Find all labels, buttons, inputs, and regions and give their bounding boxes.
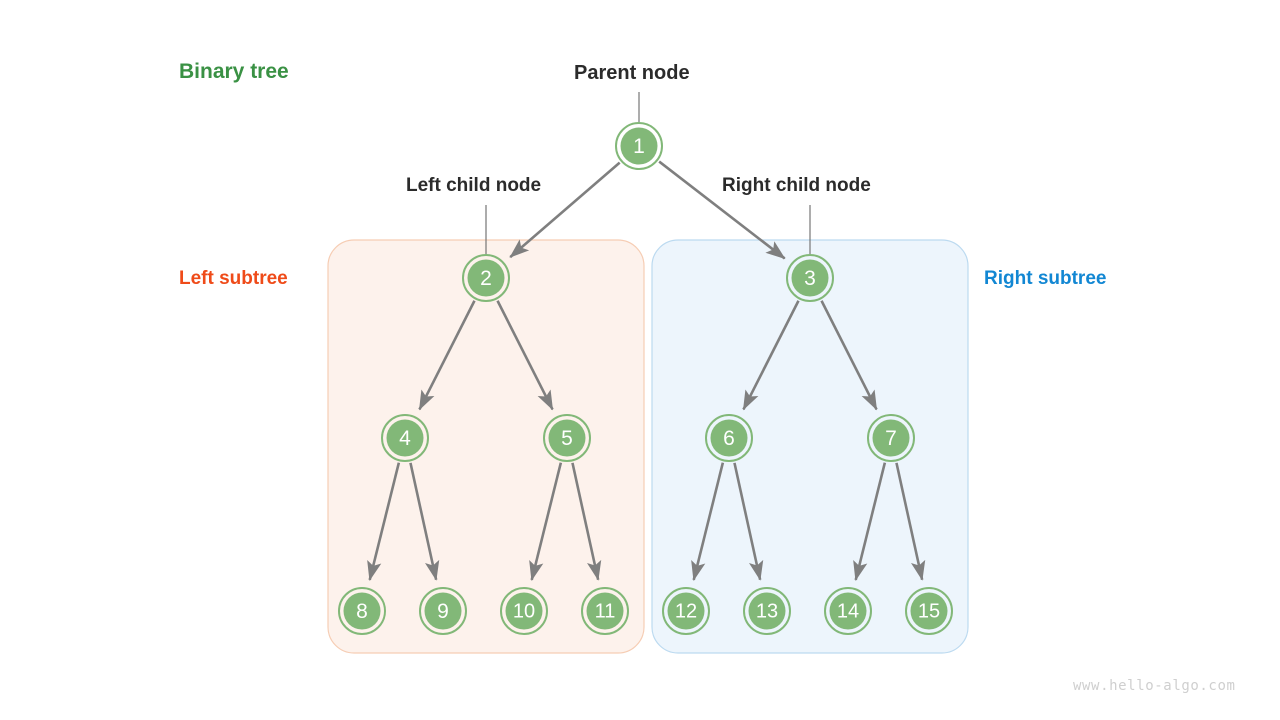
node-ring: [786, 254, 834, 302]
tree-node-11: 11: [581, 587, 629, 635]
tree-edge: [496, 300, 554, 411]
node-ring: [824, 587, 872, 635]
node-value: 6: [723, 427, 735, 450]
title-label: Binary tree: [179, 60, 289, 83]
node-circle: [667, 592, 705, 630]
tree-node-9: 9: [419, 587, 467, 635]
node-ring: [543, 414, 591, 462]
tree-edge: [409, 462, 440, 581]
node-ring: [905, 587, 953, 635]
right-child-node-label: Right child node: [722, 175, 871, 196]
tree-edge: [853, 462, 887, 581]
tree-node-14: 14: [824, 587, 872, 635]
node-ring: [500, 587, 548, 635]
node-circle: [505, 592, 543, 630]
right-subtree-label: Right subtree: [984, 268, 1107, 289]
node-circle: [791, 259, 829, 297]
node-circle: [872, 419, 910, 457]
node-value: 3: [804, 267, 816, 290]
node-ring: [743, 587, 791, 635]
tree-edge: [418, 300, 476, 411]
node-ring: [581, 587, 629, 635]
tree-node-2: 2: [462, 254, 510, 302]
tree-node-3: 3: [786, 254, 834, 302]
node-value: 12: [675, 601, 697, 623]
node-value: 4: [399, 427, 411, 450]
node-circle: [910, 592, 948, 630]
tree-node-10: 10: [500, 587, 548, 635]
subtree-boxes: [327, 239, 969, 654]
tree-node-13: 13: [743, 587, 791, 635]
node-value: 2: [480, 267, 492, 290]
node-value: 1: [633, 135, 645, 158]
node-circle: [386, 419, 424, 457]
node-circle: [548, 419, 586, 457]
node-value: 10: [513, 601, 535, 623]
left-subtree-label: Left subtree: [179, 268, 288, 289]
node-ring: [615, 122, 663, 170]
node-circle: [748, 592, 786, 630]
node-circle: [829, 592, 867, 630]
node-circle: [424, 592, 462, 630]
node-value: 9: [437, 600, 449, 623]
node-value: 7: [885, 427, 897, 450]
node-ring: [381, 414, 429, 462]
tree-node-6: 6: [705, 414, 753, 462]
node-ring: [338, 587, 386, 635]
tree-node-15: 15: [905, 587, 953, 635]
tree-node-4: 4: [381, 414, 429, 462]
tree-edge: [529, 462, 563, 581]
node-circle: [586, 592, 624, 630]
node-ring: [419, 587, 467, 635]
tree-edge: [895, 462, 926, 581]
tree-node-7: 7: [867, 414, 915, 462]
node-circle: [710, 419, 748, 457]
site-watermark: www.hello-algo.com: [1073, 678, 1236, 694]
tree-edges: [367, 160, 926, 581]
tree-edge: [742, 300, 800, 411]
tree-edge: [367, 462, 401, 581]
node-circle: [467, 259, 505, 297]
node-ring: [705, 414, 753, 462]
tree-node-1: 1: [615, 122, 663, 170]
node-circle: [620, 127, 658, 165]
node-value: 15: [918, 601, 940, 623]
tree-edge: [820, 300, 878, 411]
node-value: 8: [356, 600, 368, 623]
parent-node-label: Parent node: [574, 62, 690, 84]
tree-node-5: 5: [543, 414, 591, 462]
node-ring: [462, 254, 510, 302]
left-child-node-label: Left child node: [406, 175, 542, 196]
tree-node-12: 12: [662, 587, 710, 635]
tree-edge: [691, 462, 725, 581]
node-value: 13: [756, 601, 778, 623]
node-value: 11: [595, 601, 616, 623]
tree-edge: [733, 462, 764, 581]
tree-node-8: 8: [338, 587, 386, 635]
tree-edge: [658, 160, 786, 260]
node-value: 5: [561, 427, 573, 450]
leader-lines: [485, 92, 811, 254]
node-circle: [343, 592, 381, 630]
tree-edge: [509, 161, 621, 259]
tree-edge: [571, 462, 602, 581]
node-value: 14: [837, 601, 859, 623]
node-ring: [662, 587, 710, 635]
node-ring: [867, 414, 915, 462]
